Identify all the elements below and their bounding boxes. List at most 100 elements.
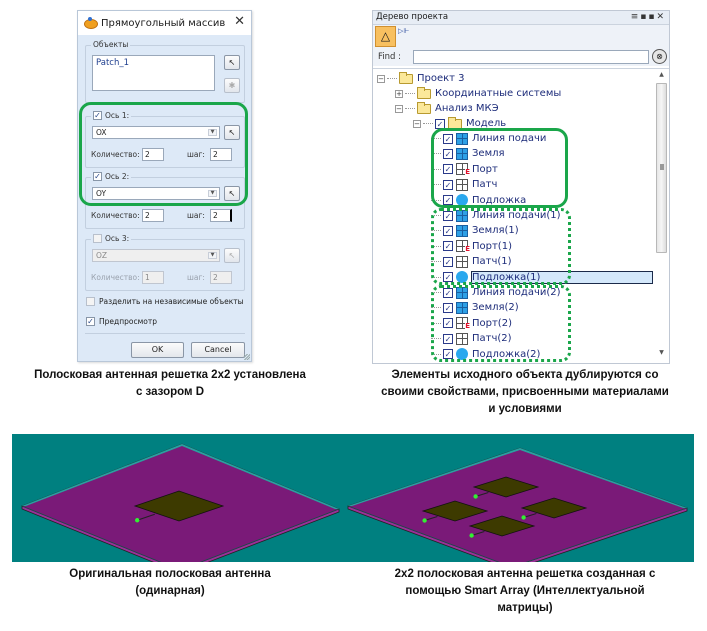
tree-connector [431,353,441,355]
tree-node-item[interactable]: ✓Патч(2) [431,331,512,346]
axis3-count-input[interactable]: 1 [142,271,164,284]
pyramid-icon: △ [380,29,391,43]
clear-search-icon[interactable]: ⊗ [652,49,667,64]
patch-array-1 [472,476,540,498]
visibility-checkbox[interactable]: ✓ [443,195,453,206]
menu-icon[interactable]: ≡ [630,12,641,22]
axis2-pick-button[interactable]: ↖ [224,186,240,201]
axis3-checkbox[interactable] [93,234,102,243]
scroll-down-icon[interactable]: ▼ [659,349,664,356]
ok-button[interactable]: OK [131,342,184,358]
tree-node-analysis[interactable]: − Анализ МКЭ [395,101,499,116]
close-icon[interactable]: ✕ [234,14,245,29]
visibility-checkbox[interactable]: ✓ [443,241,453,252]
axis1-select[interactable]: OX ▼ [92,126,220,139]
substrate-icon [456,271,468,284]
tree-node-item[interactable]: ✓Линия подачи(1) [431,208,561,223]
objects-group-label: Объекты [91,40,131,49]
axis1-count-input[interactable]: 2 [142,148,164,161]
tree-node-item[interactable]: ✓Подложка(2) [431,347,540,362]
tree-connector [431,245,441,247]
node-label: Земля [472,148,505,160]
antenna-scene[interactable] [12,434,694,562]
axis3-step-input[interactable]: 2 [210,271,232,284]
expand-icon[interactable]: + [395,89,403,98]
tree-node-item[interactable]: ✓Линия подачи [431,131,546,146]
patch-array-4 [468,515,536,537]
visibility-checkbox[interactable]: ✓ [435,118,445,129]
tree-node-item[interactable]: ✓ Линия подачи(2) [431,285,561,300]
collapse-icon[interactable]: − [413,119,421,128]
scroll-up-icon[interactable]: ▲ [659,71,664,78]
remove-object-button[interactable]: ✱ [224,78,240,93]
tree-node-item[interactable]: ✓ Земля(1) [431,223,519,238]
cancel-button[interactable]: Cancel [191,342,245,358]
collapse-icon[interactable]: − [377,74,385,83]
pick-object-button[interactable]: ↖ [224,55,240,70]
visibility-checkbox[interactable]: ✓ [443,164,453,175]
visibility-checkbox[interactable]: ✓ [443,349,453,360]
node-label: Порт(2) [472,317,512,329]
close-icon[interactable]: ✕ [656,12,666,22]
axis1-step-label: шаг: [187,150,205,159]
tree-node-item[interactable]: ✓Порт(1) [431,239,512,254]
visibility-checkbox[interactable]: ✓ [443,256,453,267]
axis2-checkbox[interactable]: ✓ [93,172,102,181]
objects-list[interactable]: Patch_1 [92,55,215,91]
preview-checkbox[interactable]: ✓ [86,317,95,326]
dock-icon[interactable]: ▪▪ [640,12,657,22]
scroll-thumb[interactable] [656,83,667,253]
resize-grip[interactable] [244,354,250,360]
tree-node-item[interactable]: ✓Порт [431,162,498,177]
node-label: Земля(1) [472,225,519,237]
visibility-checkbox[interactable]: ✓ [443,318,453,329]
visibility-checkbox[interactable]: ✓ [443,287,453,298]
folder-icon [417,86,431,99]
find-row: Find : ⊗ [373,49,669,66]
tree-node-item[interactable]: ✓ Земля [431,146,505,161]
visibility-checkbox[interactable]: ✓ [443,225,453,236]
visibility-checkbox[interactable]: ✓ [443,179,453,190]
app-logo-icon [83,17,98,29]
model-view-button[interactable]: △ [375,26,396,47]
tree-node-model[interactable]: − ✓ Модель [413,116,506,131]
axis3-select[interactable]: OZ ▼ [92,249,220,262]
collapse-icon[interactable]: − [395,104,403,113]
visibility-checkbox[interactable]: ✓ [443,272,453,283]
split-option[interactable]: Разделить на независимые объекты [86,297,244,306]
objects-group: Объекты Patch_1 ↖ ✱ [85,40,245,103]
tree-node-item[interactable]: ✓Земля(2) [431,300,519,315]
axis3-pick-button[interactable]: ↖ [224,248,240,263]
tree-node-coords[interactable]: + Координатные системы [395,86,561,101]
tree-node-item[interactable]: ✓Подложка [431,193,526,208]
patch-single [133,490,225,522]
visibility-checkbox[interactable]: ✓ [443,210,453,221]
axis1-step-input[interactable]: 2 [210,148,232,161]
object-item[interactable]: Patch_1 [96,58,130,68]
axis1-checkbox[interactable]: ✓ [93,111,102,120]
visibility-checkbox[interactable]: ✓ [443,333,453,344]
visibility-checkbox[interactable]: ✓ [443,148,453,159]
tree-connector [423,123,433,124]
axis1-pick-button[interactable]: ↖ [224,125,240,140]
visibility-checkbox[interactable]: ✓ [443,302,453,313]
preview-option[interactable]: ✓ Предпросмотр [86,317,157,326]
feed-point [469,533,474,538]
axis2-select[interactable]: OY ▼ [92,187,220,200]
node-label: Линия подачи(2) [472,287,561,298]
tree-node-item[interactable]: ✓Патч [431,177,497,192]
tree-connector [431,184,441,186]
tree-node-item[interactable]: ✓ Порт(2) [431,316,512,331]
axis2-count-input[interactable]: 2 [142,209,164,222]
tree-node-project[interactable]: − Проект 3 [377,71,465,86]
params-view-button[interactable]: ▷⊩ [398,27,409,35]
tree-node-item[interactable]: ✓Подложка(1) [431,270,653,285]
dialog-titlebar: Прямоугольный массив ✕ [78,11,251,35]
axis2-step-input[interactable]: 2 [210,209,232,222]
visibility-checkbox[interactable]: ✓ [443,133,453,144]
tree-node-item[interactable]: ✓Патч(1) [431,254,512,269]
tree-scrollbar[interactable]: ▲ ▼ [656,69,667,361]
substrate-array-rim [520,448,687,508]
find-input[interactable] [413,50,649,64]
split-checkbox[interactable] [86,297,95,306]
